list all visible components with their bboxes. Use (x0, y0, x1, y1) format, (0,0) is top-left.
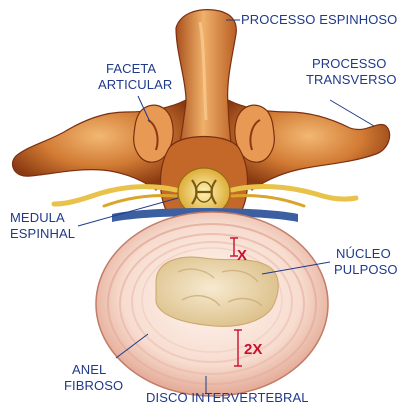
label-processo-transverso-line1: PROCESSO (312, 56, 386, 71)
spinous-process (176, 10, 237, 146)
intervertebral-disc (96, 212, 328, 396)
label-nucleo-pulposo-line1: NÚCLEO (336, 246, 391, 261)
label-disco-intervertebral: DISCO INTERVERTEBRAL (146, 390, 309, 405)
label-processo-espinhoso: PROCESSO ESPINHOSO (241, 12, 397, 27)
measurement-x: X (237, 247, 247, 264)
label-anel-fibroso-line1: ANEL (72, 362, 106, 377)
label-medula-espinhal-line2: ESPINHAL (10, 226, 75, 241)
label-processo-transverso-line2: TRANSVERSO (306, 72, 397, 87)
label-nucleo-pulposo-line2: PULPOSO (334, 262, 398, 277)
nucleus-pulposus (156, 257, 278, 326)
label-faceta-articular-line1: FACETA (106, 61, 156, 76)
measurement-2x: 2X (244, 341, 262, 358)
label-medula-espinhal-line1: MEDULA (10, 210, 65, 225)
label-anel-fibroso-line2: FIBROSO (64, 378, 123, 393)
label-faceta-articular-line2: ARTICULAR (98, 77, 172, 92)
